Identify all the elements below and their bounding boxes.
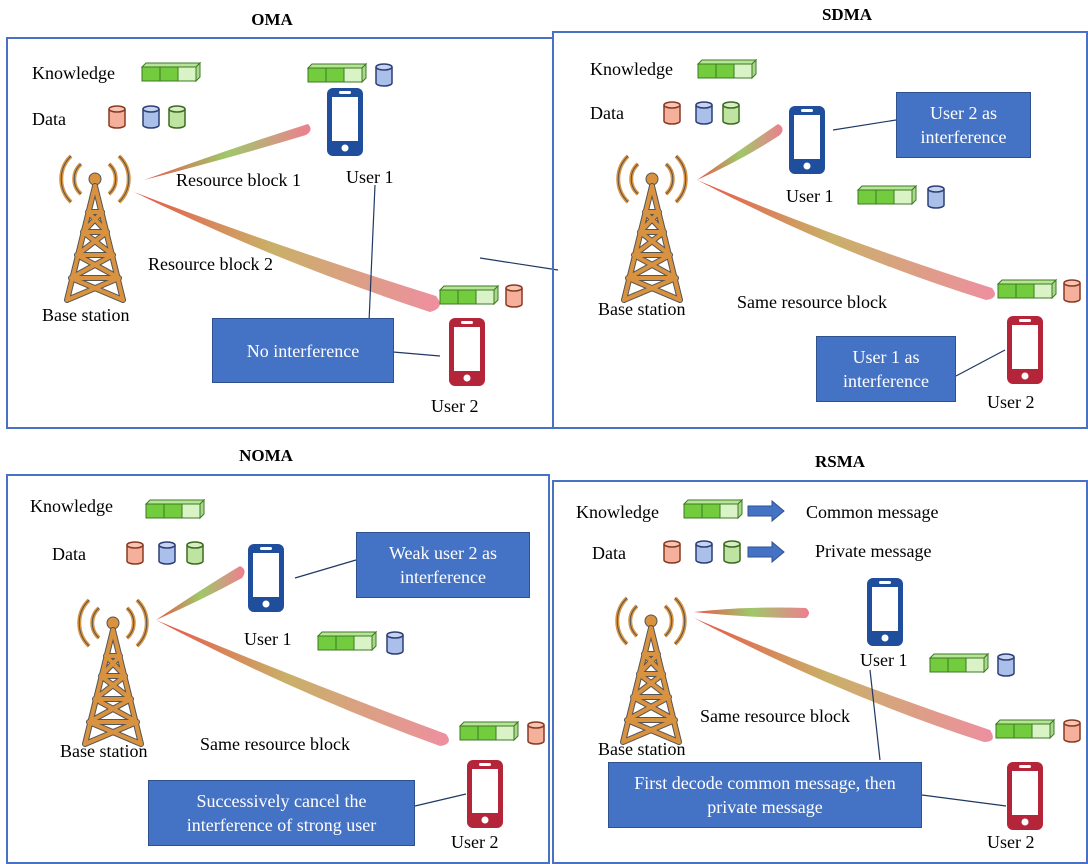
- sdma-data-label: Data: [590, 103, 624, 123]
- rsma-user2-label: User 2: [987, 832, 1035, 852]
- rsma-same-resource-block-label: Same resource block: [700, 706, 850, 726]
- sdma-user2-label: User 2: [987, 392, 1035, 412]
- noma-weak-user-interference-callout: Weak user 2 as interference: [356, 532, 530, 598]
- sdma-panel-graphics: [618, 59, 1081, 384]
- oma-beam-resource-block-2: [134, 192, 440, 312]
- oma-callout-line-2: [392, 351, 441, 357]
- noma-knowledge-label: Knowledge: [30, 496, 113, 516]
- noma-callout-line-2: [414, 793, 467, 807]
- rsma-beam-user2: [694, 618, 993, 742]
- sdma-beam-user2: [697, 180, 995, 300]
- rsma-beam-user1: [694, 607, 809, 618]
- rsma-base-station-label: Base station: [598, 739, 686, 759]
- oma-title: OMA: [251, 10, 293, 29]
- rsma-user1-label: User 1: [860, 650, 908, 670]
- sdma-user1-interference-callout: User 1 as interference: [816, 336, 956, 402]
- rsma-private-message-label: Private message: [815, 541, 932, 561]
- noma-user1-label: User 1: [244, 629, 292, 649]
- rsma-knowledge-label: Knowledge: [576, 502, 659, 522]
- noma-same-resource-block-label: Same resource block: [200, 734, 350, 754]
- noma-base-station-label: Base station: [60, 741, 148, 761]
- sdma-user2-interference-callout: User 2 as interference: [896, 92, 1031, 158]
- oma-beam-resource-block-1: [144, 124, 311, 180]
- noma-user2-label: User 2: [451, 832, 499, 852]
- sdma-callout-line-2: [955, 349, 1006, 377]
- oma-user1-label: User 1: [346, 167, 394, 187]
- rsma-common-message-label: Common message: [806, 502, 939, 522]
- noma-panel-graphics: [79, 499, 545, 828]
- oma-resource-block-2-label: Resource block 2: [148, 254, 273, 274]
- sdma-same-resource-block-label: Same resource block: [737, 292, 887, 312]
- sdma-callout-line-1: [832, 119, 897, 131]
- noma-data-label: Data: [52, 544, 86, 564]
- oma-no-interference-callout: No interference: [212, 318, 394, 383]
- noma-successive-cancellation-callout: Successively cancel the interference of …: [148, 780, 415, 846]
- noma-title: NOMA: [239, 446, 293, 465]
- oma-panel-graphics: [61, 62, 559, 386]
- sdma-beam-user1: [697, 124, 783, 180]
- rsma-panel-frame: [552, 480, 1088, 864]
- oma-data-label: Data: [32, 109, 66, 129]
- sdma-panel-frame: [552, 31, 1088, 429]
- oma-knowledge-label: Knowledge: [32, 63, 115, 83]
- sdma-user1-label: User 1: [786, 186, 834, 206]
- rsma-title: RSMA: [814, 452, 866, 471]
- sdma-knowledge-label: Knowledge: [590, 59, 673, 79]
- oma-base-station-label: Base station: [42, 305, 130, 325]
- noma-beam-user2: [156, 620, 449, 746]
- rsma-panel-graphics: [617, 499, 1081, 830]
- noma-panel-frame: [6, 474, 550, 864]
- noma-beam-user1: [156, 566, 245, 620]
- sdma-title: SDMA: [821, 5, 873, 24]
- rsma-callout-line-1: [869, 669, 881, 761]
- noma-callout-line-1: [294, 559, 357, 579]
- sdma-base-station-label: Base station: [598, 299, 686, 319]
- oma-callout-line-1: [368, 184, 376, 323]
- rsma-data-label: Data: [592, 543, 626, 563]
- rsma-decode-order-callout: First decode common message, then privat…: [608, 762, 922, 828]
- rsma-callout-line-2: [921, 794, 1007, 807]
- panel-divider-line: [479, 257, 559, 271]
- oma-resource-block-1-label: Resource block 1: [176, 170, 301, 190]
- oma-user2-label: User 2: [431, 396, 479, 416]
